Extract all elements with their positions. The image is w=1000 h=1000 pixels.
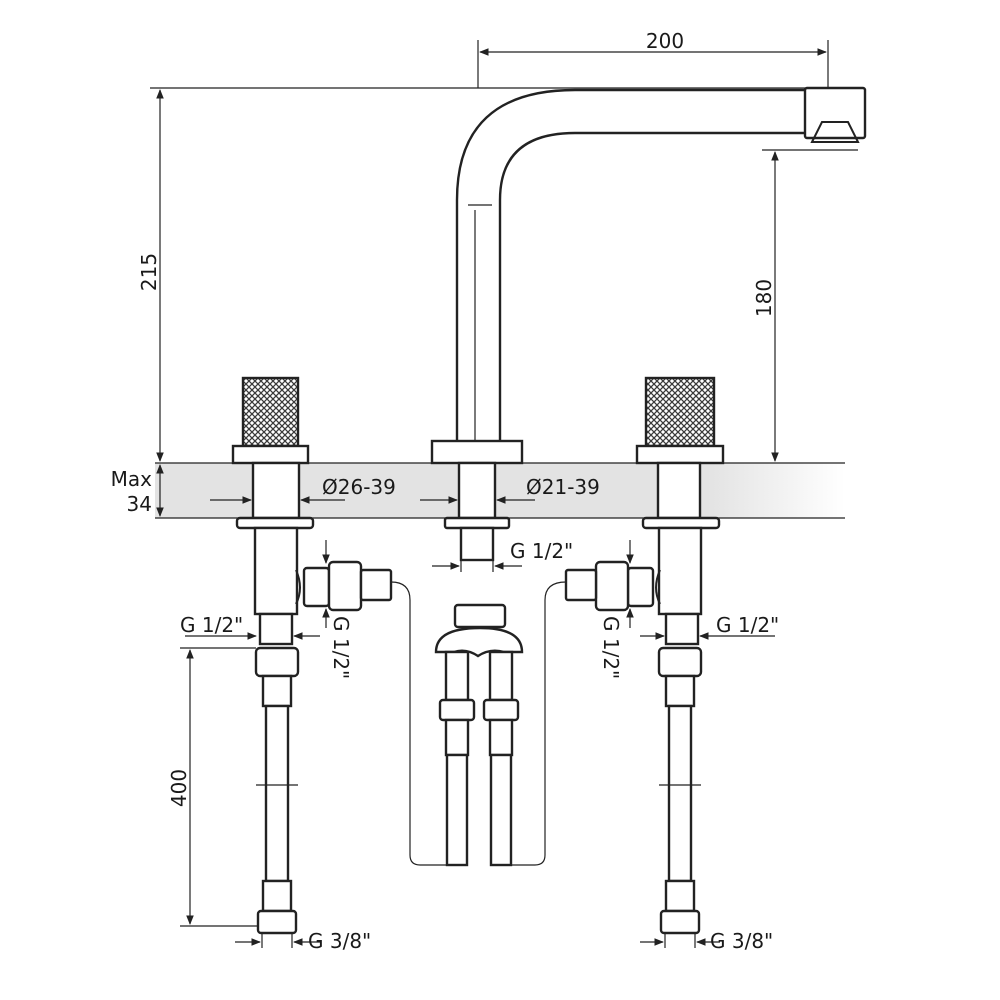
dimension-labels: 200 215 180 Max 34 Ø26-39 Ø21-39 G 1/2" … [111, 29, 780, 953]
left-valve [231, 376, 393, 646]
label-right-side-port: G 1/2" [599, 616, 623, 679]
label-left-hose-end: G 3/8" [308, 929, 371, 953]
spout [430, 86, 867, 562]
label-max-deck-line1: Max [111, 467, 153, 491]
label-max-deck-line2: 34 [127, 492, 152, 516]
label-left-valve-outlet: G 1/2" [180, 613, 243, 637]
right-valve [564, 376, 725, 646]
label-spout-height: 180 [752, 279, 776, 317]
label-spout-reach: 200 [646, 29, 684, 53]
label-right-hose-end: G 3/8" [710, 929, 773, 953]
label-handle-hole: Ø26-39 [322, 475, 396, 499]
label-spout-thread: G 1/2" [510, 539, 573, 563]
left-hose [254, 646, 300, 935]
dimension-lines [150, 40, 858, 948]
center-mixer [434, 603, 524, 867]
label-left-side-port: G 1/2" [329, 616, 353, 679]
connecting-hoses [390, 581, 567, 866]
label-hose-length: 400 [167, 769, 191, 807]
label-total-height: 215 [137, 253, 161, 291]
right-hose [657, 646, 703, 935]
label-spout-hole: Ø21-39 [526, 475, 600, 499]
label-right-valve-outlet: G 1/2" [716, 613, 779, 637]
